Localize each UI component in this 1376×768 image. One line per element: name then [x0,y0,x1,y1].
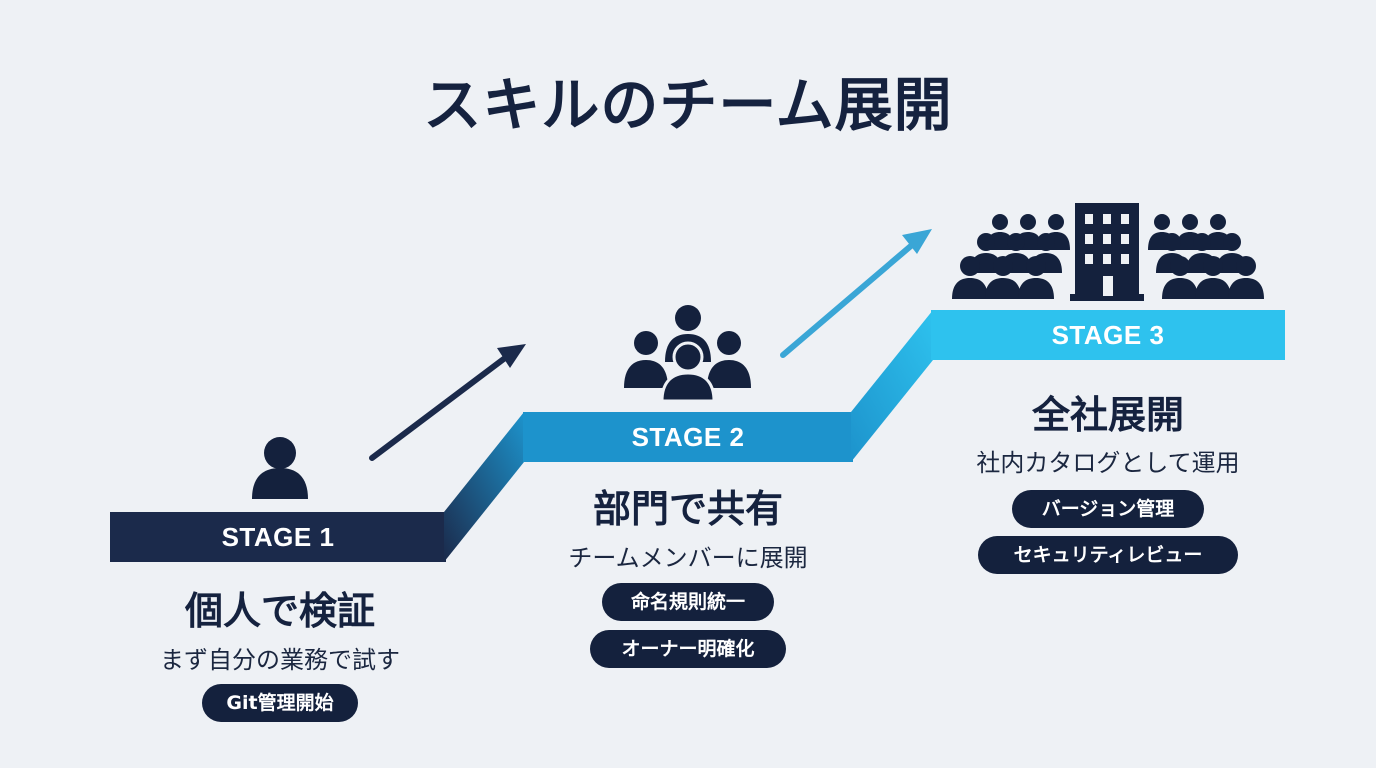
stage-3-band [931,310,1285,360]
stage-2-tag-naming: 命名規則統一 [602,583,774,621]
stage-1-band [110,512,446,562]
growth-arrow-2-icon [780,229,932,358]
stage-3-tag-version: バージョン管理 [1012,490,1204,528]
person-icon [252,437,308,499]
stage-1-tag-git: Git管理開始 [202,684,358,722]
page-title: スキルのチーム展開 [423,71,953,139]
stage-3-description: 社内カタログとして運用 [976,449,1240,477]
stage-1-label: STAGE 1 [221,522,335,552]
stage-3-tag-security: セキュリティレビュー [978,536,1238,574]
stage-1-description: まず自分の業務で試す [160,646,400,674]
stage-2-3-connector [851,310,933,462]
stage-2-description: チームメンバーに展開 [568,544,808,572]
stage-3-heading: 全社展開 [1031,393,1184,437]
stage-3-label: STAGE 3 [1051,320,1165,350]
stage-1-2-connector [444,412,524,562]
stage-1-heading: 個人で検証 [184,589,375,633]
stage-2-label: STAGE 2 [631,422,745,452]
growth-arrow-1-icon [369,344,526,461]
company-icon [952,203,1264,301]
team-icon [624,305,751,403]
stage-2-heading: 部門で共有 [592,487,783,531]
stage-2-band [523,412,853,462]
stage-2-tag-owner: オーナー明確化 [590,630,786,668]
